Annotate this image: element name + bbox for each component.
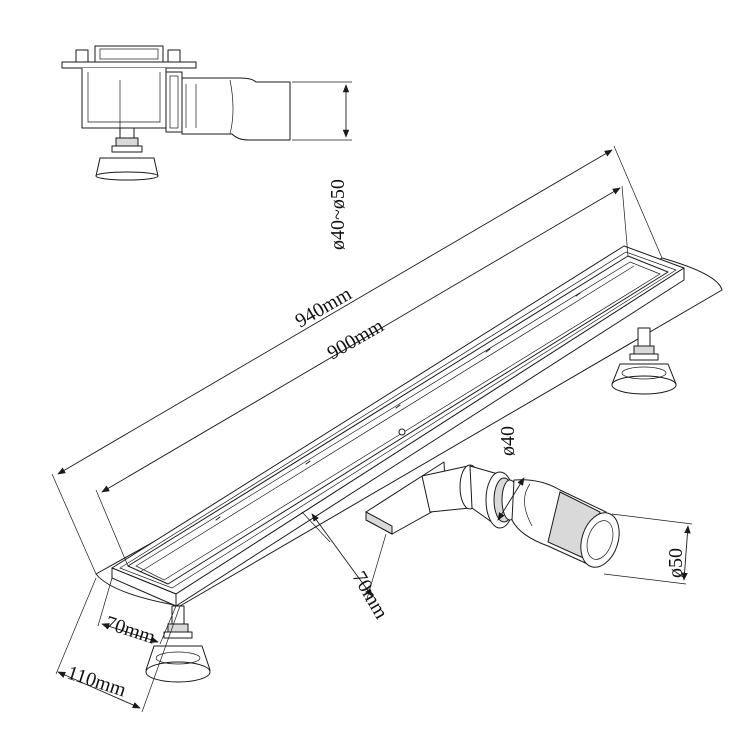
dimension-pipe-50: ø50 [603,513,693,585]
pipe-range-label: ø40~ø50 [327,179,349,250]
dimension-outlet-40: ø40 [497,426,525,521]
drain-height-label: 70mm [348,568,393,624]
dimension-70-height: 70mm [301,511,393,624]
inner-length-label: 900mm [324,314,388,364]
pipe-diameter-label: ø50 [665,548,687,578]
outer-width-label: 110mm [64,662,129,702]
side-section-view: ø40~ø50 [61,45,352,250]
leveling-foot-front [145,605,211,683]
linear-drain-body [95,245,723,607]
inner-width-label: 70mm [102,612,158,649]
outlet-diameter-label: ø40 [497,426,519,456]
outer-length-label: 940mm [292,282,356,332]
